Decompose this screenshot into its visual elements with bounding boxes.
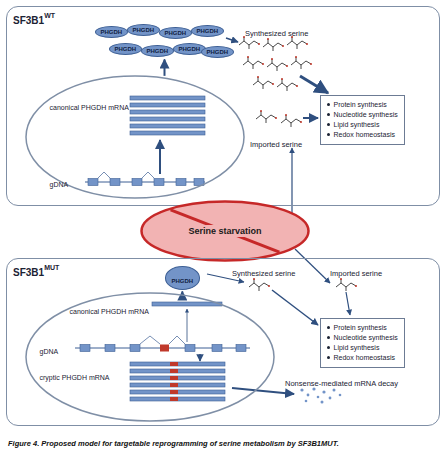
annotation: Synthesized serine [232,269,295,278]
label-holder: Synthesized serine [245,22,308,40]
enzyme-blob: PHGDH [127,24,161,36]
genotype-label: WT [44,12,55,19]
bullet-dot [327,326,330,329]
starvation-ellipse: Serine starvation [140,200,310,262]
nucleus-label: canonical PHGDH mRNA [50,104,129,111]
nucleus-label: gDNA [50,181,69,188]
bullet-dot [327,336,330,339]
nucleus-label: gDNA [40,348,59,355]
bullet-row: Redox homeostasis [327,130,398,140]
enzyme-name: PHGDH [172,278,194,284]
flow-arrow [164,60,166,76]
enzyme-blob: PHGDH [165,266,201,290]
enzyme-holder: PHGDH [109,37,143,55]
enzyme-blob: PHGDH [201,46,235,58]
label-holder: Synthesized serine [232,262,295,280]
text-holder: canonical PHGDH mRNA [50,96,129,114]
enzyme-cluster: PHGDHPHGDHPHGDHPHGDHPHGDHPHGDHPHGDHPHGDH [95,18,235,58]
bullet-dot [327,356,330,359]
process-item: Lipid synthesis [334,120,380,130]
gdna [75,172,250,352]
process-item: Protein synthesis [334,323,387,333]
nucleus-membrane [26,76,244,198]
cell-compartment: SF3B1MUT PHGDH canonical PHGDH mRNA gDNA cry… [6,258,440,426]
decay-fragments [300,387,341,403]
genotype-label: SF3B1 [13,267,44,278]
genotype-label: SF3B1 [13,15,44,26]
bullet-dot [327,346,330,349]
enzyme-blob: PHGDH [191,25,225,37]
nucleus: canonical PHGDH mRNA gDNA [25,75,245,199]
condition-label: Serine starvation [185,225,264,237]
starvation-fill [142,202,309,261]
nucleus-outline [25,75,245,199]
flow-arrow [181,292,183,293]
bullet-dot [327,113,330,116]
label-holder: Imported serine [330,262,382,280]
bullet-row: Protein synthesis [327,323,398,333]
caption-holder: Figure 4. Proposed model for targetable … [8,432,444,450]
genotype-label: MUT [44,264,59,271]
figure-caption: Figure 4. Proposed model for targetable … [8,439,339,448]
cryptic-exons [170,362,178,401]
enzyme-holder: PHGDH [159,21,193,39]
enzyme-blob: PHGDH [95,26,129,38]
enzyme-holder: PHGDH [95,20,129,38]
bullet-row: Nucleotide synthesis [327,110,398,120]
cell-heading: SF3B1WT [13,10,55,28]
enzyme-holder: PHGDH [141,39,175,57]
enzyme-blob: PHGDH [141,45,175,57]
annotation: Imported serine [330,269,382,278]
bullet-row: Nucleotide synthesis [327,333,398,343]
enzyme-blob: PHGDH [159,27,193,39]
nucleus-membrane [26,293,274,421]
enzyme-holder: PHGDH [201,40,235,58]
bullet-row: Redox homeostasis [327,353,398,363]
text-holder: cryptic PHGDH mRNA [40,366,110,384]
cell-compartment: SF3B1WTPHGDHPHGDHPHGDHPHGDHPHGDHPHGDHPHG… [6,6,440,206]
bullet-dot [327,103,330,106]
label-holder: Nonsense-mediated mRNA decay [285,372,398,390]
nucleus: canonical PHGDH mRNA gDNA cryptic PHGDH mR… [25,292,275,422]
prohibition-slash [171,210,280,252]
bullet-row: Lipid synthesis [327,343,398,353]
annotation: Nonsense-mediated mRNA decay [285,379,398,388]
bullet-row: Lipid synthesis [327,120,398,130]
process-box: Protein synthesisNucleotide synthesisLip… [320,95,405,145]
annotation: Imported serine [250,140,302,149]
annotation: Synthesized serine [245,29,308,38]
enzyme-holder: PHGDH [127,18,161,36]
nucleus-outline [25,292,275,422]
nucleus-label: cryptic PHGDH mRNA [40,374,110,381]
process-box: Protein synthesisNucleotide synthesisLip… [320,318,405,368]
process-item: Redox homeostasis [334,353,395,363]
text-holder: gDNA [40,340,59,358]
bullet-dot [327,133,330,136]
process-item: Redox homeostasis [334,130,395,140]
process-item: Nucleotide synthesis [334,110,398,120]
nucleus-label: canonical PHGDH mRNA [70,308,149,315]
enzyme-blob: PHGDH [109,43,143,55]
label-holder: Imported serine [250,133,302,151]
process-item: Nucleotide synthesis [334,333,398,343]
bullet-dot [327,123,330,126]
text-holder: gDNA [50,173,69,191]
text-holder: canonical PHGDH mRNA [70,300,149,318]
cell-heading: SF3B1MUT [13,262,59,280]
enzyme-holder: PHGDH [191,19,225,37]
bullet-row: Protein synthesis [327,100,398,110]
process-item: Protein synthesis [334,100,387,110]
process-item: Lipid synthesis [334,343,380,353]
